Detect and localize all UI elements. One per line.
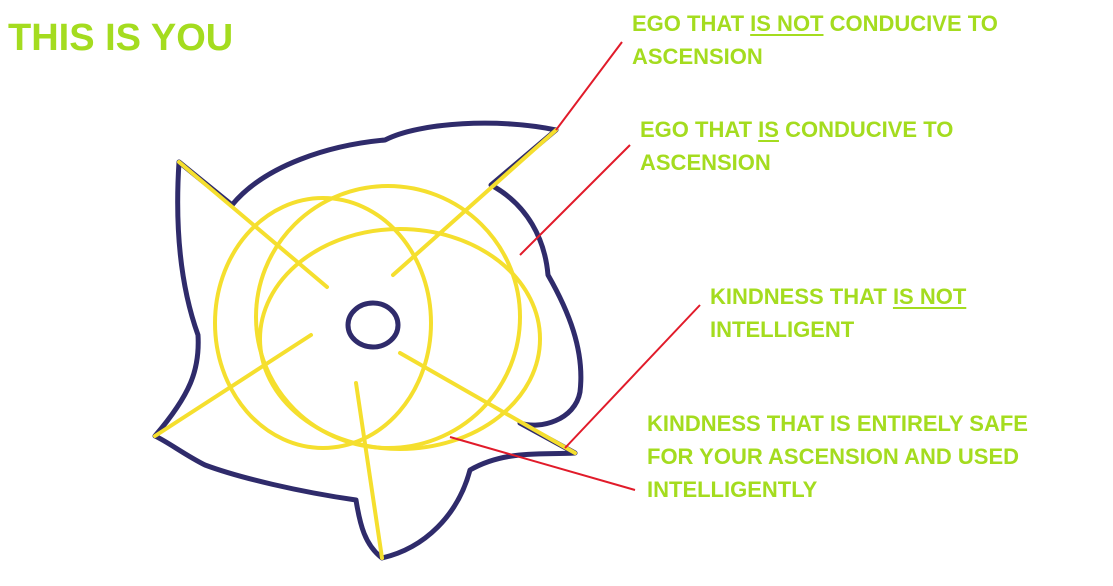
spoke-lower-left: [153, 333, 313, 438]
yellow-spokes: [153, 128, 577, 560]
label-line: FOR YOUR ASCENSION AND USED: [647, 444, 1020, 469]
page-title: THIS IS YOU: [8, 17, 234, 59]
label-kindness-not-intelligent: KINDNESS THAT IS NOT INTELLIGENT: [710, 280, 966, 346]
label-ego-conducive: EGO THAT IS CONDUCIVE TO ASCENSION: [640, 113, 953, 179]
label-line: EGO THAT IS NOT CONDUCIVE TO: [632, 11, 998, 36]
center-core: [345, 300, 401, 350]
ring-inner: [258, 227, 542, 451]
outer-body-outline: [152, 120, 584, 561]
label-line: INTELLIGENT: [710, 317, 855, 342]
pointer-lines: [449, 41, 701, 491]
yellow-rings: [213, 184, 542, 451]
label-line: EGO THAT IS CONDUCIVE TO: [640, 117, 954, 142]
spoke-bottom: [354, 381, 384, 560]
spoke-upper-left: [177, 160, 329, 289]
pointer-ego-not-conducive: [555, 41, 623, 131]
ring-left: [213, 196, 433, 450]
label-line: INTELLIGENTLY: [647, 477, 818, 502]
label-line: ASCENSION: [632, 44, 763, 69]
label-line: KINDNESS THAT IS ENTIRELY SAFE: [647, 411, 1028, 436]
label-ego-not-conducive: EGO THAT IS NOT CONDUCIVE TO ASCENSION: [632, 7, 998, 73]
label-line: KINDNESS THAT IS NOT: [710, 284, 967, 309]
label-kindness-safe: KINDNESS THAT IS ENTIRELY SAFE FOR YOUR …: [647, 407, 1028, 506]
pointer-kindness-not-intelligent: [564, 304, 701, 449]
spoke-upper-right: [391, 128, 558, 277]
pointer-ego-conducive: [519, 144, 631, 256]
label-line: ASCENSION: [640, 150, 771, 175]
pointer-kindness-safe: [449, 436, 636, 491]
